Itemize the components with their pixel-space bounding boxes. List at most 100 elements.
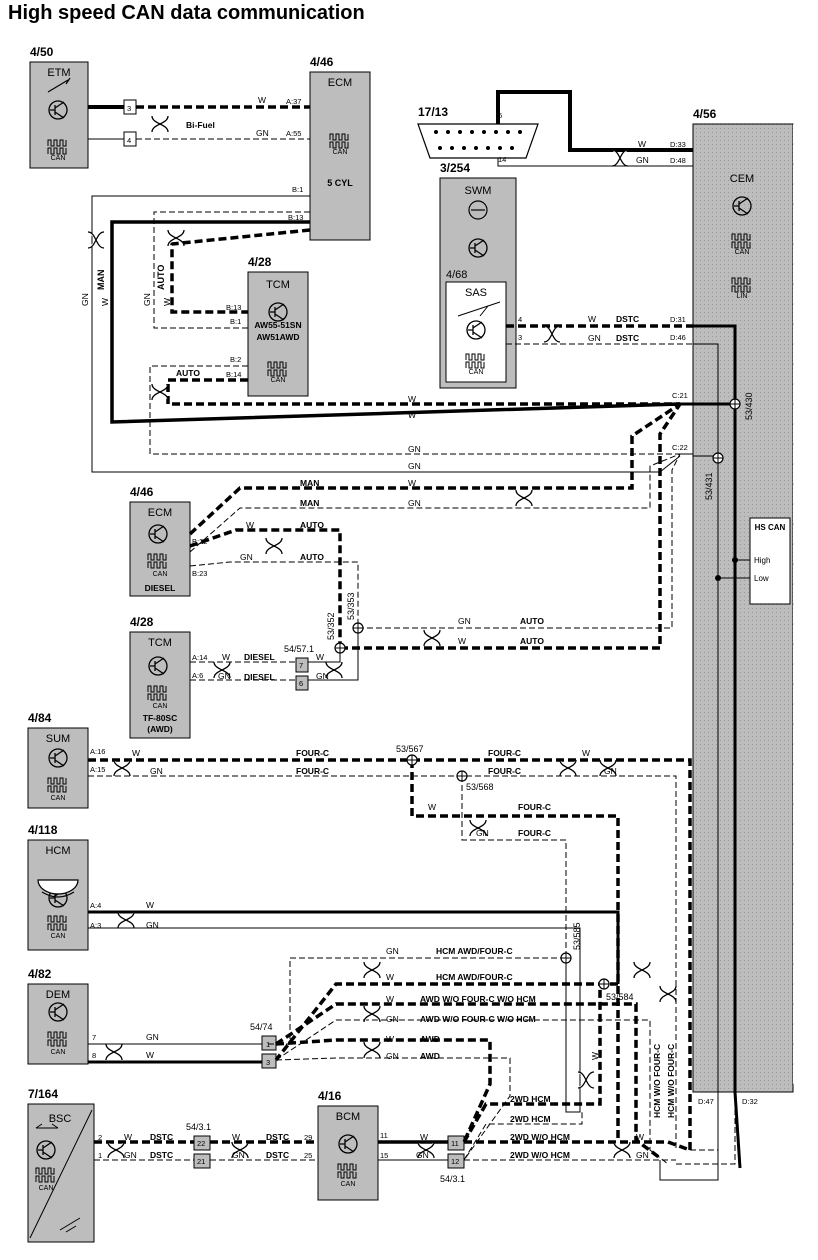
pin: C:21 (672, 391, 688, 400)
obd-connector (417, 123, 539, 159)
sas-name: SAS (465, 287, 487, 299)
ecm-diesel-module (129, 501, 191, 597)
man-label: MAN (96, 270, 106, 291)
pin: D:31 (670, 315, 686, 324)
wire-label: W (636, 1132, 644, 1142)
wire-label: W (408, 478, 416, 488)
awd-label: AWD (420, 1051, 440, 1061)
dstc-label: DSTC (616, 333, 639, 343)
sas-ref: 4/68 (446, 269, 467, 281)
ecm-d-ref: 4/46 (130, 485, 154, 499)
wire-label: GN (604, 766, 617, 776)
ecm-d-variant: DIESEL (145, 583, 176, 593)
pin: 11 (380, 1131, 388, 1140)
dem-name: DEM (46, 989, 70, 1001)
pin: 4 (518, 315, 522, 324)
fourc-label: FOUR-C (518, 802, 551, 812)
etm-can: CAN (51, 155, 66, 162)
auto-label: AUTO (176, 368, 200, 378)
bsc-ref: 7/164 (28, 1087, 58, 1101)
wire-label: GN (636, 1150, 649, 1160)
wire-label: GN (218, 671, 231, 681)
sum-module (27, 727, 89, 809)
auto-label: AUTO (156, 265, 166, 290)
ref-53-585: 53/585 (572, 922, 582, 950)
ecm5-name: ECM (328, 77, 352, 89)
pin: 8 (92, 1051, 96, 1060)
pin: 3 (518, 333, 522, 342)
pin: 1 (266, 1040, 270, 1049)
obd-ref: 17/13 (418, 105, 448, 119)
pin: B:23 (192, 569, 207, 578)
ref-54-3b: 54/3.1 (440, 1174, 465, 1184)
wire-label: GN (240, 552, 253, 562)
pin: 7 (92, 1033, 96, 1042)
wire-label: GN (146, 1032, 159, 1042)
pin: D:47 (698, 1097, 714, 1106)
ref-53-567: 53/567 (396, 744, 424, 754)
pin: 6 (299, 679, 303, 688)
pin: B:2 (230, 355, 241, 364)
pin: D:32 (742, 1097, 758, 1106)
auto-label: AUTO (300, 552, 324, 562)
ref-53-568: 53/568 (466, 782, 494, 792)
fourc-label: FOUR-C (488, 766, 521, 776)
pin: 3 (127, 104, 131, 113)
wire-label: GN (386, 1051, 399, 1061)
bcm-can: CAN (341, 1181, 356, 1188)
pin: A:14 (192, 653, 207, 662)
fourc-label: FOUR-C (488, 748, 521, 758)
sas-module (445, 281, 507, 383)
tcm-tf-module (129, 631, 191, 739)
pin: 29 (304, 1133, 312, 1142)
tcm-aw-variant1: AW55-51SN (254, 320, 301, 330)
awd-wo-label: AWD W/O FOUR-C W/O HCM (420, 1014, 536, 1024)
wire-label: W (582, 748, 590, 758)
pin: A:4 (90, 901, 101, 910)
wire-label: W (232, 1132, 240, 1142)
swm-ref: 3/254 (440, 161, 470, 175)
pin: A:6 (192, 671, 203, 680)
pin: B:22 (192, 537, 207, 546)
cem-can: CAN (735, 249, 750, 256)
etm-name: ETM (47, 67, 70, 79)
hscan-high: High (754, 556, 770, 565)
dem-can: CAN (51, 1049, 66, 1056)
dstc-label: DSTC (266, 1150, 289, 1160)
sum-can: CAN (51, 795, 66, 802)
dem-module (27, 983, 89, 1065)
pin: 2 (98, 1133, 102, 1142)
tcm-aw-ref: 4/28 (248, 255, 272, 269)
pin: B:13 (226, 303, 241, 312)
wire-label: W (638, 139, 646, 149)
wire-label: W (132, 748, 140, 758)
pin: 12 (451, 1157, 459, 1166)
ref-53-353: 53/353 (346, 592, 356, 620)
pin: B:1 (292, 185, 303, 194)
dstc-label: DSTC (616, 314, 639, 324)
tcm-tf-name: TCM (148, 637, 172, 649)
wire-label: W (124, 1132, 132, 1142)
wire-label: W (222, 652, 230, 662)
hcm-awd-label: HCM AWD/FOUR-C (436, 946, 513, 956)
ecm-5cyl-module (309, 71, 371, 241)
dstc-label: DSTC (266, 1132, 289, 1142)
auto-label: AUTO (520, 616, 544, 626)
tcm-tf-can: CAN (153, 703, 168, 710)
pin: 14 (498, 155, 506, 164)
tcm-aw-can: CAN (271, 377, 286, 384)
ecm5-ref: 4/46 (310, 55, 334, 69)
awd-label: AWD (420, 1034, 440, 1044)
pin: D:48 (670, 156, 686, 165)
pin: D:33 (670, 140, 686, 149)
ref-54-3a: 54/3.1 (186, 1122, 211, 1132)
wire-label: GN (416, 1150, 429, 1160)
hcm-can: CAN (51, 933, 66, 940)
pin: A:37 (286, 97, 301, 106)
man-label: MAN (300, 498, 319, 508)
wire-label: GN (588, 333, 601, 343)
wire-label: W (408, 410, 416, 420)
page-title: High speed CAN data communication (8, 2, 365, 24)
tcm-tf-ref: 4/28 (130, 615, 154, 629)
